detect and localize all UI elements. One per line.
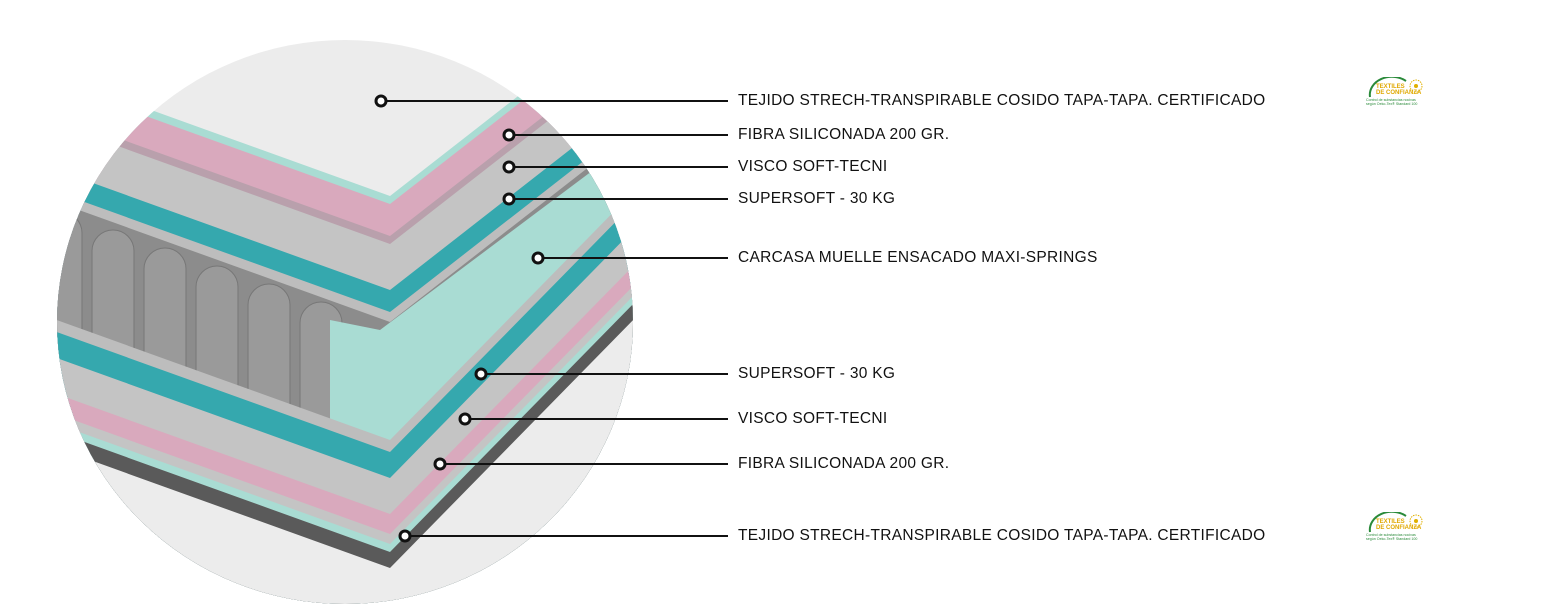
leader-lines — [374, 94, 728, 543]
leader-dot — [502, 160, 516, 174]
leader-dot — [458, 412, 472, 426]
oeko-tex-arc-icon — [1368, 512, 1423, 533]
layer-label: SUPERSOFT - 30 KG — [738, 365, 896, 382]
logo-subtitle-line: Control de substancias nocivas — [1366, 533, 1416, 537]
layer-label: TEJIDO STRECH-TRANSPIRABLE COSIDO TAPA-T… — [738, 527, 1266, 544]
logo-subtitle-line: Control de substancias nocivas — [1366, 98, 1416, 102]
leader-dot — [474, 367, 488, 381]
leader-dot — [531, 251, 545, 265]
layer-label: FIBRA SILICONADA 200 GR. — [738, 455, 950, 472]
oeko-tex-arc-icon — [1368, 77, 1423, 98]
layer-label: VISCO SOFT-TECNI — [738, 410, 888, 427]
logo-title-line: DE CONFIANZA — [1376, 525, 1422, 531]
layer-label: TEJIDO STRECH-TRANSPIRABLE COSIDO TAPA-T… — [738, 92, 1266, 109]
logo-subtitle-line: según Oeko-Tex® Standard 100 — [1366, 102, 1418, 106]
bottom-cover-layer — [57, 313, 633, 604]
leader-dot — [374, 94, 388, 108]
layer-label: VISCO SOFT-TECNI — [738, 158, 888, 175]
logo-title-line: TEXTILES — [1376, 84, 1405, 90]
leader-dot — [433, 457, 447, 471]
logo-title-line: DE CONFIANZA — [1376, 90, 1422, 96]
leader-dot — [502, 128, 516, 142]
layer-label: CARCASA MUELLE ENSACADO MAXI-SPRINGS — [738, 249, 1098, 266]
layer-label: SUPERSOFT - 30 KG — [738, 190, 896, 207]
leader-dot — [502, 192, 516, 206]
logo-subtitle-line: según Oeko-Tex® Standard 100 — [1366, 537, 1418, 541]
mattress-layers — [57, 40, 633, 604]
logo-title-line: TEXTILES — [1376, 519, 1405, 525]
leader-dot — [398, 529, 412, 543]
layer-label: FIBRA SILICONADA 200 GR. — [738, 126, 950, 143]
